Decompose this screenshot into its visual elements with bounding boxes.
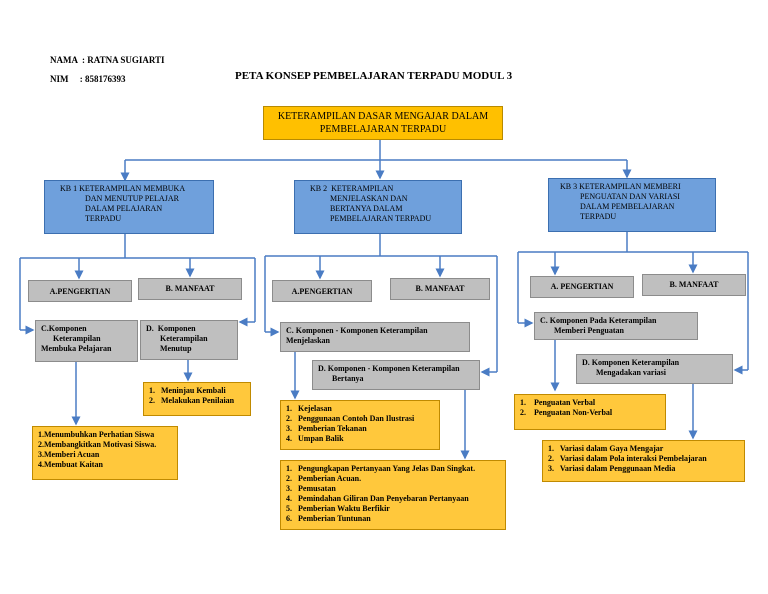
- kb1-komponen-d-line-3: Menutup: [160, 344, 192, 353]
- kb3-komponen-d: D. Komponen Keterampilan Mengadakan vari…: [576, 354, 733, 384]
- kb1-komponen-c-line-2: Keterampilan: [53, 334, 101, 343]
- kb2-list-c-item-4: 4. Umpan Balik: [286, 434, 344, 443]
- root-line-1: KETERAMPILAN DASAR MENGAJAR DALAM: [277, 111, 489, 122]
- root-concept: KETERAMPILAN DASAR MENGAJAR DALAM PEMBEL…: [263, 106, 503, 140]
- kb1-heading: KB 1 KETERAMPILAN MEMBUKA DAN MENUTUP PE…: [44, 180, 214, 234]
- kb3-list-d-item-2: 2. Variasi dalam Pola interaksi Pembelaj…: [548, 454, 707, 463]
- kb2-heading-line-3: BERTANYA DALAM: [330, 204, 403, 213]
- kb2-heading: KB 2 KETERAMPILAN MENJELASKAN DAN BERTAN…: [294, 180, 462, 234]
- kb3-heading-line-2: PENGUATAN DAN VARIASI: [580, 192, 680, 201]
- kb2-heading-line-4: PEMBELAJARAN TERPADU: [330, 214, 432, 223]
- kb3-list-d-item-3: 3. Variasi dalam Penggunaan Media: [548, 464, 676, 473]
- kb2-komponen-d-line-1: D. Komponen - Komponen Keterampilan: [318, 364, 460, 373]
- kb1-komponen-c: C.Komponen Keterampilan Membuka Pelajara…: [35, 320, 138, 362]
- kb3-list-d: 1. Variasi dalam Gaya Mengajar 2. Varias…: [542, 440, 745, 482]
- kb1-manfaat: B. MANFAAT: [138, 278, 242, 300]
- kb3-komponen-d-line-1: D. Komponen Keterampilan: [582, 358, 680, 367]
- kb1-list-d: 1. Meninjau Kembali 2. Melakukan Penilai…: [143, 382, 251, 416]
- kb3-komponen-c: C. Komponen Pada Keterampilan Memberi Pe…: [534, 312, 698, 340]
- kb1-list-c-item-2: 2.Membangkitkan Motivasi Siswa.: [38, 440, 157, 449]
- kb1-komponen-c-line-3: Membuka Pelajaran: [41, 344, 112, 353]
- kb3-komponen-c-line-1: C. Komponen Pada Keterampilan: [540, 316, 657, 325]
- kb3-pengertian: A. PENGERTIAN: [530, 276, 634, 298]
- kb1-list-d-item-1: 1. Meninjau Kembali: [149, 386, 226, 395]
- kb1-list-c: 1.Menumbuhkan Perhatian Siswa 2.Membangk…: [32, 426, 178, 480]
- kb2-komponen-c: C. Komponen - Komponen Keterampilan Menj…: [280, 322, 470, 352]
- kb2-heading-line-1: KB 2 KETERAMPILAN: [310, 184, 394, 193]
- kb1-komponen-d: D. Komponen Keterampilan Menutup: [140, 320, 238, 360]
- kb2-komponen-d-line-2: Bertanya: [332, 374, 364, 383]
- kb3-heading: KB 3 KETERAMPILAN MEMBERI PENGUATAN DAN …: [548, 178, 716, 232]
- kb2-list-d-item-6: 6. Pemberian Tuntunan: [286, 514, 371, 523]
- kb1-komponen-c-line-1: C.Komponen: [41, 324, 87, 333]
- kb2-komponen-d: D. Komponen - Komponen Keterampilan Bert…: [312, 360, 480, 390]
- kb1-komponen-d-line-2: Keterampilan: [160, 334, 208, 343]
- kb1-list-c-item-4: 4.Membuat Kaitan: [38, 460, 103, 469]
- kb3-list-c: 1. Penguatan Verbal 2. Penguatan Non-Ver…: [514, 394, 666, 430]
- kb1-list-c-item-3: 3.Memberi Acuan: [38, 450, 100, 459]
- kb3-komponen-d-line-2: Mengadakan variasi: [596, 368, 667, 377]
- kb2-list-c-item-3: 3. Pemberian Tekanan: [286, 424, 367, 433]
- kb1-heading-line-1: KB 1 KETERAMPILAN MEMBUKA: [60, 184, 186, 193]
- kb3-heading-line-4: TERPADU: [580, 212, 617, 221]
- page-title: PETA KONSEP PEMBELAJARAN TERPADU MODUL 3: [235, 70, 513, 82]
- kb2-list-d: 1. Pengungkapan Pertanyaan Yang Jelas Da…: [280, 460, 506, 530]
- kb1-heading-line-3: DALAM PELAJARAN: [85, 204, 163, 213]
- kb1-komponen-d-line-1: D. Komponen: [146, 324, 196, 333]
- kb2-manfaat: B. MANFAAT: [390, 278, 490, 300]
- student-name: NAMA : RATNA SUGIARTI: [50, 55, 165, 65]
- kb3-list-d-item-1: 1. Variasi dalam Gaya Mengajar: [548, 444, 664, 453]
- kb2-heading-line-2: MENJELASKAN DAN: [330, 194, 408, 203]
- kb2-pengertian: A.PENGERTIAN: [272, 280, 372, 302]
- student-nim: NIM : 858176393: [50, 74, 126, 84]
- kb2-list-d-item-2: 2. Pemberian Acuan.: [286, 474, 362, 483]
- root-line-2: PEMBELAJARAN TERPADU: [319, 123, 447, 135]
- kb1-heading-line-4: TERPADU: [85, 214, 122, 223]
- kb3-heading-line-3: DALAM PEMBELAJARAN: [580, 202, 675, 211]
- kb2-list-d-item-5: 5. Pemberian Waktu Berfikir: [286, 504, 390, 513]
- kb1-heading-line-2: DAN MENUTUP PELAJAR: [85, 194, 179, 203]
- kb2-list-d-item-1: 1. Pengungkapan Pertanyaan Yang Jelas Da…: [286, 464, 476, 473]
- kb3-heading-line-1: KB 3 KETERAMPILAN MEMBERI: [560, 182, 681, 191]
- kb3-list-c-item-1: 1. Penguatan Verbal: [520, 398, 596, 407]
- kb1-list-c-item-1: 1.Menumbuhkan Perhatian Siswa: [38, 430, 155, 439]
- kb1-pengertian: A.PENGERTIAN: [28, 280, 132, 302]
- kb3-manfaat: B. MANFAAT: [642, 274, 746, 296]
- kb2-list-d-item-4: 4. Pemindahan Giliran Dan Penyebaran Per…: [286, 494, 469, 503]
- kb1-list-d-item-2: 2. Melakukan Penilaian: [149, 396, 235, 405]
- kb3-list-c-item-2: 2. Penguatan Non-Verbal: [520, 408, 613, 417]
- kb2-komponen-c-line-1: C. Komponen - Komponen Keterampilan: [286, 326, 428, 335]
- kb3-komponen-c-line-2: Memberi Penguatan: [554, 326, 624, 335]
- kb2-list-c-item-2: 2. Penggunaan Contoh Dan Ilustrasi: [286, 414, 415, 423]
- kb2-list-c: 1. Kejelasan 2. Penggunaan Contoh Dan Il…: [280, 400, 440, 450]
- kb2-list-c-item-1: 1. Kejelasan: [286, 404, 332, 413]
- kb2-komponen-c-line-2: Menjelaskan: [286, 336, 330, 345]
- kb2-list-d-item-3: 3. Pemusatan: [286, 484, 336, 493]
